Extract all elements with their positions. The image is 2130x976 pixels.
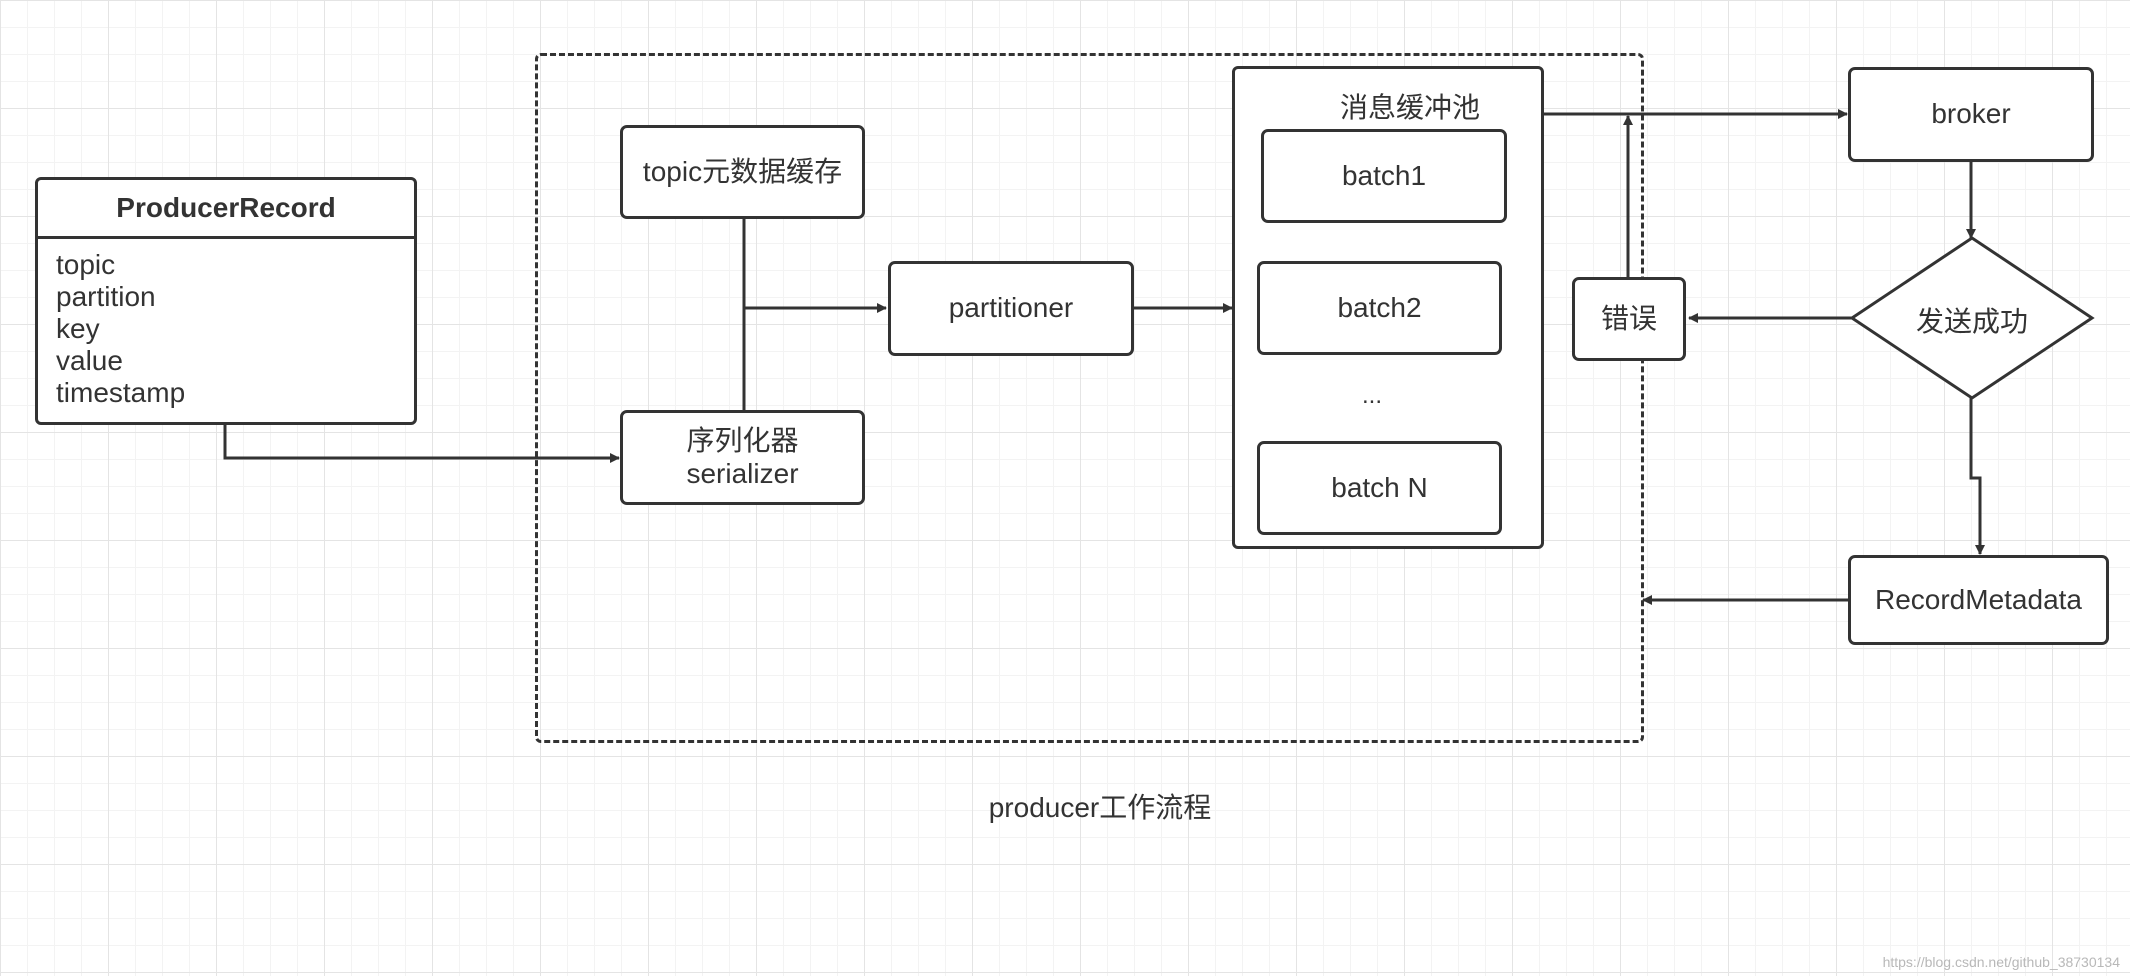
field-partition: partition bbox=[56, 281, 156, 312]
topic-cache-box: topic元数据缓存 bbox=[620, 125, 865, 219]
serializer-label-en: serializer bbox=[686, 457, 799, 489]
producer-record-title: ProducerRecord bbox=[38, 180, 414, 239]
watermark: https://blog.csdn.net/github_38730134 bbox=[1882, 954, 2120, 970]
producer-record-fields: topic partition key value timestamp bbox=[38, 239, 414, 409]
send-success-label: 发送成功 bbox=[1915, 306, 2028, 337]
batch-n-label: batch N bbox=[1331, 471, 1428, 503]
error-label: 错误 bbox=[1600, 302, 1657, 334]
error-box: 错误 bbox=[1572, 277, 1686, 361]
field-key: key bbox=[56, 313, 100, 344]
field-timestamp: timestamp bbox=[56, 377, 186, 408]
serializer-label-cn: 序列化器 bbox=[686, 425, 799, 457]
broker-label: broker bbox=[1931, 98, 2011, 130]
buffer-pool-title: 消息缓冲池 bbox=[1339, 92, 1480, 123]
partitioner-box: partitioner bbox=[888, 261, 1134, 356]
producer-group bbox=[535, 53, 1644, 743]
batch-1-label: batch1 bbox=[1341, 159, 1427, 191]
serializer-box: 序列化器 serializer bbox=[620, 410, 865, 505]
topic-cache-label: topic元数据缓存 bbox=[642, 155, 843, 187]
field-topic: topic bbox=[56, 249, 116, 280]
edge-record-to-serializer bbox=[223, 423, 620, 463]
diagram-caption: producer工作流程 bbox=[988, 792, 1212, 823]
batch-2-label: batch2 bbox=[1337, 291, 1422, 323]
broker-box: broker bbox=[1848, 67, 2094, 162]
field-value: value bbox=[56, 345, 123, 376]
record-metadata-label: RecordMetadata bbox=[1874, 583, 2082, 615]
send-success-decision bbox=[1849, 236, 2095, 400]
batch-ellipsis: ... bbox=[1361, 382, 1382, 409]
batch-2: batch2 bbox=[1257, 261, 1502, 355]
producer-record-box: ProducerRecord topic partition key value… bbox=[35, 177, 417, 425]
edge-decision-to-metadata bbox=[1969, 398, 1985, 555]
partitioner-label: partitioner bbox=[948, 292, 1074, 324]
record-metadata-box: RecordMetadata bbox=[1848, 555, 2109, 645]
batch-1: batch1 bbox=[1261, 129, 1507, 223]
batch-n: batch N bbox=[1257, 441, 1502, 535]
